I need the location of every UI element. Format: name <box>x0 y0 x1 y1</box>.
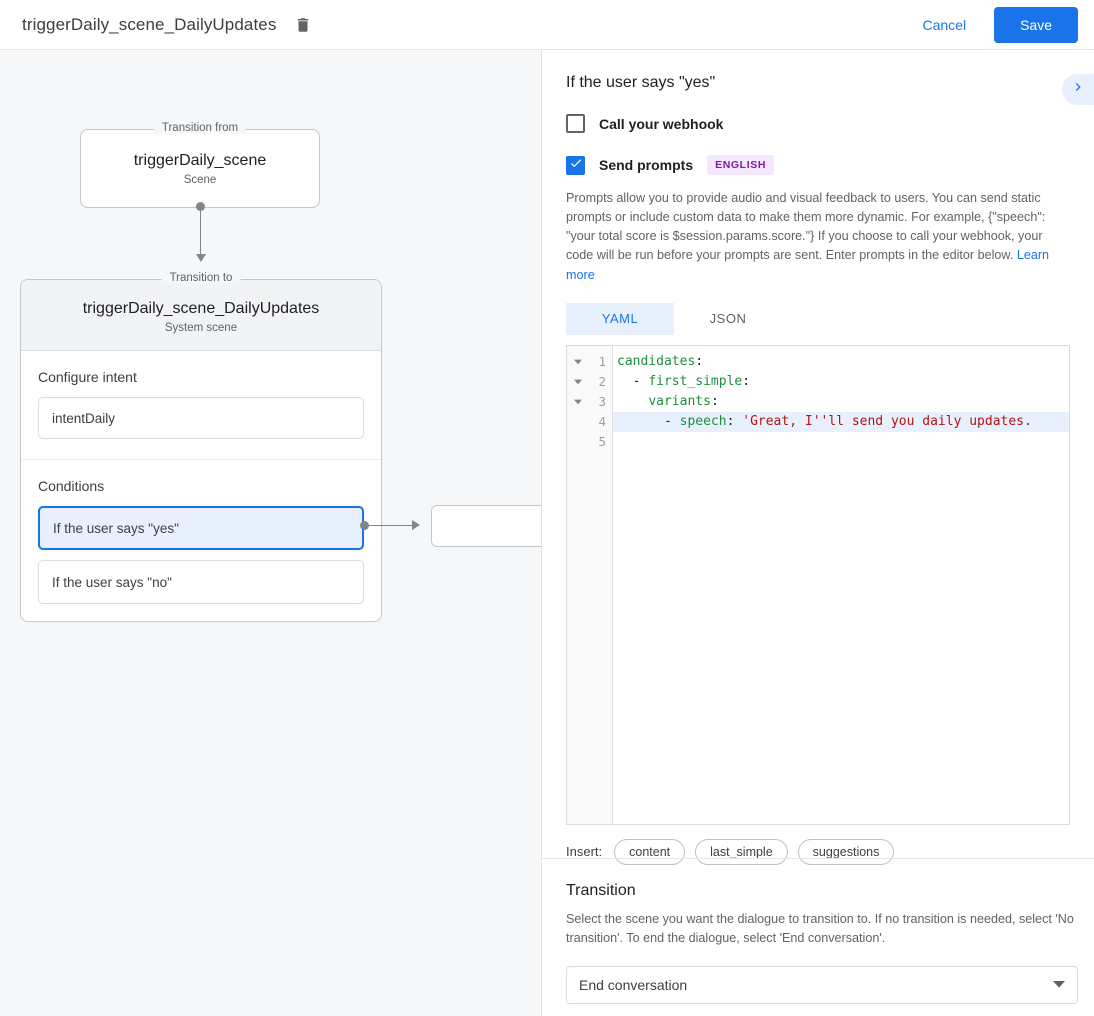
detail-panel-title: If the user says "yes" <box>566 74 716 91</box>
topbar-actions: Cancel Save <box>908 6 1094 43</box>
transition-section: Transition Select the scene you want the… <box>566 882 1078 1004</box>
line-number: 4 <box>598 413 606 429</box>
send-prompts-row[interactable]: Send prompts ENGLISH <box>566 155 1070 175</box>
code-editor[interactable]: 1 2 3 4 5 candidates: - first_simple: va… <box>566 344 1070 825</box>
chevron-right-icon <box>1070 79 1086 100</box>
connector-arrow <box>196 254 206 262</box>
condition-connector-line <box>364 525 412 526</box>
code-line: variants: <box>648 393 719 409</box>
delete-button[interactable] <box>290 12 316 38</box>
editor-code-area[interactable]: candidates: - first_simple: variants: - … <box>613 346 1069 824</box>
insert-label: Insert: <box>566 844 603 860</box>
insert-chip-last-simple[interactable]: last_simple <box>695 838 788 865</box>
line-number: 2 <box>598 373 606 389</box>
fold-toggle[interactable] <box>567 372 589 392</box>
insert-chip-suggestions[interactable]: suggestions <box>797 838 895 865</box>
tab-yaml[interactable]: YAML <box>566 302 674 335</box>
learn-more-link[interactable]: Learn more <box>566 248 1050 282</box>
top-bar: triggerDaily_scene_DailyUpdates Cancel S… <box>0 0 1094 50</box>
target-node-stub[interactable] <box>431 505 541 547</box>
call-webhook-label: Call your webhook <box>599 115 724 132</box>
pane-divider <box>541 50 542 1016</box>
configure-intent-label: Configure intent <box>38 369 137 385</box>
transition-from-subtitle: Scene <box>183 174 217 186</box>
transition-to-subtitle: System scene <box>164 322 238 334</box>
insert-chip-content[interactable]: content <box>614 838 686 865</box>
prompts-description-text: Prompts allow you to provide audio and v… <box>566 191 1046 263</box>
check-icon <box>569 156 583 175</box>
prompts-description: Prompts allow you to provide audio and v… <box>566 189 1070 285</box>
configure-intent-section: Configure intent intentDaily <box>21 351 381 459</box>
intent-field[interactable]: intentDaily <box>38 397 364 439</box>
transition-select[interactable]: End conversation <box>566 965 1078 1004</box>
format-tabs: YAML JSON <box>566 302 1070 335</box>
editor-fold-gutter <box>567 345 589 824</box>
tab-json[interactable]: JSON <box>709 311 747 327</box>
transition-to-legend: Transition to <box>161 272 241 284</box>
code-line: candidates: <box>617 353 704 369</box>
send-prompts-label: Send prompts <box>599 157 694 173</box>
fold-toggle[interactable] <box>567 352 589 372</box>
transition-from-card[interactable]: Transition from triggerDaily_scene Scene <box>80 122 320 208</box>
code-line: - speech: 'Great, I''ll send you daily u… <box>613 411 1069 432</box>
line-number: 3 <box>598 393 606 409</box>
detail-panel-body: If the user says "yes" Call your webhook… <box>542 50 1094 865</box>
code-line <box>613 432 1069 452</box>
connector-dot <box>196 202 205 211</box>
transition-description: Select the scene you want the dialogue t… <box>566 912 1074 945</box>
save-button[interactable]: Save <box>994 6 1078 43</box>
condition-item-yes[interactable]: If the user says "yes" <box>38 506 364 550</box>
transition-from-legend: Transition from <box>153 122 247 134</box>
connector-line <box>200 207 201 255</box>
transition-to-card[interactable]: Transition to triggerDaily_scene_DailyUp… <box>20 272 382 622</box>
line-number: 1 <box>598 353 606 369</box>
expand-panel-button[interactable] <box>1062 74 1094 105</box>
page-title: triggerDaily_scene_DailyUpdates <box>22 14 277 34</box>
cancel-button[interactable]: Cancel <box>908 9 980 41</box>
section-divider <box>542 858 1094 859</box>
line-number: 5 <box>598 433 606 449</box>
editor-line-numbers: 1 2 3 4 5 <box>589 345 613 824</box>
fold-toggle[interactable] <box>567 392 589 412</box>
trash-icon <box>294 16 312 34</box>
conditions-label: Conditions <box>38 478 105 494</box>
webhook-row[interactable]: Call your webhook <box>566 114 1070 133</box>
transition-to-title: triggerDaily_scene_DailyUpdates <box>82 300 320 317</box>
graph-canvas[interactable]: Transition from triggerDaily_scene Scene… <box>0 50 541 1016</box>
condition-item-no[interactable]: If the user says "no" <box>38 560 364 604</box>
call-webhook-checkbox[interactable] <box>566 114 585 133</box>
transition-title: Transition <box>566 882 636 899</box>
conditions-section: Conditions If the user says "yes" If the… <box>21 459 381 634</box>
transition-from-title: triggerDaily_scene <box>133 152 267 169</box>
transition-to-header: triggerDaily_scene_DailyUpdates System s… <box>21 280 381 351</box>
language-badge: ENGLISH <box>707 155 774 175</box>
detail-panel: If the user says "yes" Call your webhook… <box>542 50 1094 1016</box>
condition-connector-arrow <box>412 520 420 530</box>
code-line: - first_simple: <box>632 373 751 389</box>
insert-row: Insert: content last_simple suggestions <box>566 838 1070 865</box>
send-prompts-checkbox[interactable] <box>566 155 585 175</box>
chevron-down-icon <box>1053 977 1065 993</box>
transition-select-value: End conversation <box>579 976 688 993</box>
